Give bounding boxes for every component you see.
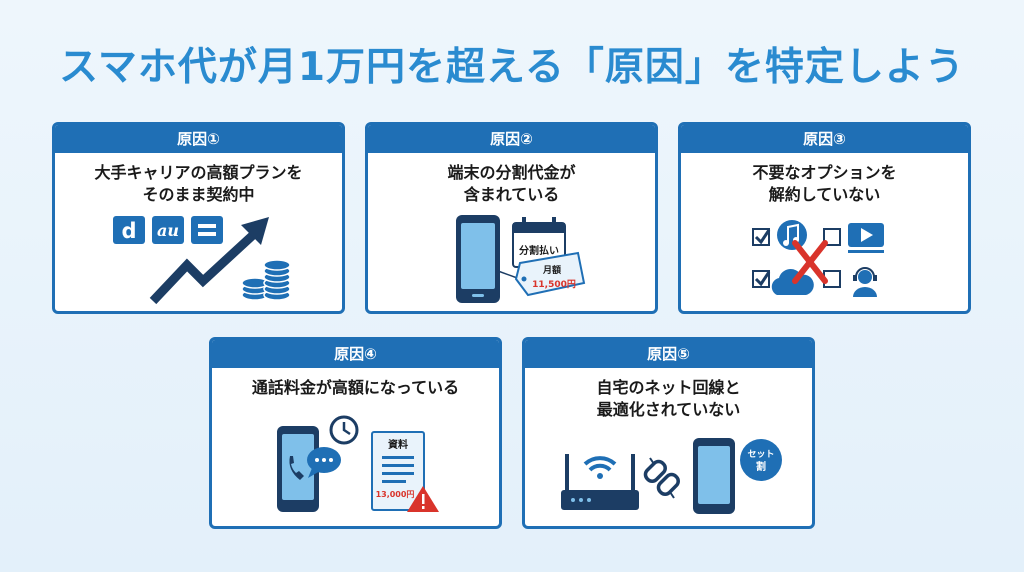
cause-card-3: 原因③ 不要なオプションを 解約していない — [678, 122, 971, 314]
bill-document-icon: 資料 13,000円 — [371, 431, 425, 511]
card-description-line: 端末の分割代金が — [447, 163, 576, 182]
card-heading: 原因④ — [212, 340, 499, 368]
broken-link-icon — [643, 457, 680, 499]
card-description-line: 大手キャリアの高額プランを — [94, 163, 303, 182]
cause-card-5: 原因⑤ 自宅のネット回線と 最適化されていない — [522, 337, 815, 529]
cause-card-1: 原因① 大手キャリアの高額プランを そのまま契約中 d au — [52, 122, 345, 314]
cause-card-2: 原因② 端末の分割代金が 含まれている 分割払い 月額 1 — [365, 122, 658, 314]
clock-icon — [329, 415, 359, 445]
checked-box-icon — [752, 228, 771, 246]
speech-bubble-icon — [307, 447, 341, 478]
card-description-line: 最適化されていない — [596, 400, 741, 419]
card-description-line: 解約していない — [768, 185, 881, 204]
card-illustration — [681, 213, 968, 311]
card-heading: 原因① — [55, 125, 342, 153]
cross-mark-icon — [792, 240, 828, 284]
calendar-icon: 分割払い — [512, 217, 566, 268]
card-heading: 原因③ — [681, 125, 968, 153]
smartphone-icon — [456, 215, 500, 303]
softbank-logo-icon — [191, 216, 223, 244]
empty-box-icon — [823, 228, 841, 246]
price-tag-icon: 月額 11,500円 — [497, 251, 586, 297]
checked-box-icon — [752, 270, 771, 288]
card-description: 大手キャリアの高額プランを そのまま契約中 — [55, 162, 342, 206]
document-amount: 13,000円 — [376, 490, 415, 499]
card-description-line: そのまま契約中 — [142, 185, 255, 204]
card-illustration: セット 割 — [525, 428, 812, 526]
logo-text: d — [121, 219, 136, 243]
card-description-line: 含まれている — [463, 185, 560, 204]
badge-text: セット — [747, 449, 774, 460]
card-description: 自宅のネット回線と 最適化されていない — [525, 377, 812, 421]
page-title: スマホ代が月1万円を超える「原因」を特定しよう — [59, 45, 965, 90]
rising-arrow-icon — [149, 217, 269, 305]
document-title: 資料 — [388, 438, 408, 451]
wifi-router-icon — [561, 454, 639, 510]
logo-text: au — [157, 221, 179, 240]
card-description-line: 自宅のネット回線と — [596, 378, 741, 397]
price-tag-amount: 11,500円 — [532, 279, 576, 290]
warning-icon — [407, 486, 439, 512]
music-icon — [777, 220, 807, 250]
card-description: 通話料金が高額になっている — [212, 377, 499, 399]
coin-stack-icon — [241, 259, 291, 301]
card-illustration: 分割払い 月額 11,500円 — [368, 213, 655, 311]
set-discount-badge-icon: セット 割 — [740, 439, 782, 481]
badge-text: 割 — [756, 460, 766, 473]
docomo-logo-icon: d — [113, 216, 145, 244]
au-logo-icon: au — [152, 216, 184, 244]
card-illustration: 資料 13,000円 — [212, 412, 499, 526]
price-tag-label: 月額 — [542, 264, 561, 276]
card-description-line: 不要なオプションを — [752, 163, 897, 182]
card-description: 不要なオプションを 解約していない — [681, 162, 968, 206]
card-heading: 原因② — [368, 125, 655, 153]
phone-call-icon — [277, 426, 319, 512]
smartphone-icon — [693, 438, 735, 514]
video-icon — [848, 223, 884, 253]
support-headset-icon — [853, 267, 877, 297]
calendar-label: 分割払い — [519, 244, 559, 257]
card-heading: 原因⑤ — [525, 340, 812, 368]
card-description: 端末の分割代金が 含まれている — [368, 162, 655, 206]
card-description-line: 通話料金が高額になっている — [251, 378, 460, 397]
card-illustration: d au — [55, 213, 342, 311]
cause-card-4: 原因④ 通話料金が高額になっている 資料 — [209, 337, 502, 529]
